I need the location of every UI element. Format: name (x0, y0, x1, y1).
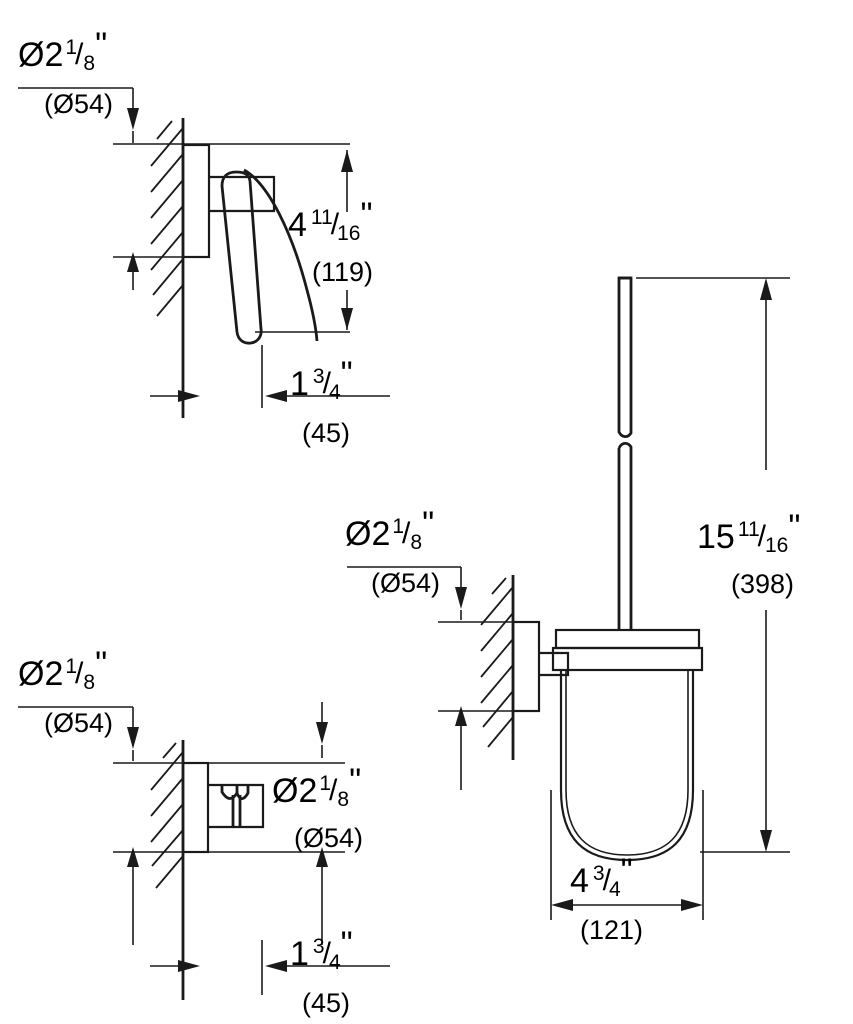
dim-inch-mark: " (360, 196, 373, 234)
dim-slash: / (602, 864, 611, 897)
dim-metric: (119) (312, 257, 374, 287)
dim-label-hook-rosette-diameter: Ø21/8" (Ø54) (18, 645, 114, 739)
dim-metric: (45) (302, 988, 351, 1018)
dim-inch-mark: " (340, 925, 353, 963)
dim-numerator: 3 (312, 935, 325, 958)
dim-metric: (398) (731, 569, 795, 599)
dim-inch-mark: " (349, 762, 362, 800)
toilet-brush-set-dimension-lines (347, 277, 790, 920)
toilet-brush-set-geometry (480, 276, 704, 862)
dim-label-tp-rosette-diameter: Ø21/8" (Ø54) (18, 26, 114, 120)
dim-metric: (Ø54) (371, 568, 441, 598)
dim-numerator: 1 (319, 772, 332, 795)
dim-metric: (Ø54) (44, 89, 114, 119)
dim-inch-mark: " (620, 852, 633, 890)
robe-hook-dimension-lines (18, 702, 390, 995)
robe-hook-geometry (150, 740, 265, 1000)
dim-inch-mark: " (95, 26, 108, 64)
dim-label-hook-rosette-diameter-2: Ø21/8" (Ø54) (272, 762, 364, 854)
dim-whole: 4 (570, 862, 589, 900)
dim-whole: 1 (290, 365, 309, 403)
dim-metric: (Ø54) (44, 708, 114, 738)
dim-slash: / (322, 367, 331, 400)
dim-denominator: 8 (83, 671, 96, 694)
dim-numerator: 1 (65, 655, 78, 678)
dim-metric: (Ø54) (294, 823, 364, 853)
dim-denominator: 16 (764, 534, 789, 557)
dim-denominator: 8 (337, 788, 350, 811)
dim-whole: 4 (288, 206, 307, 244)
dim-numerator: 3 (312, 365, 325, 388)
dim-whole: 15 (697, 518, 735, 556)
dim-label-brush-rosette-diameter: Ø21/8" (Ø54) (345, 505, 441, 599)
toilet-paper-holder-dimension-lines (18, 87, 390, 408)
dim-slash: / (322, 937, 331, 970)
dim-denominator: 4 (328, 381, 341, 404)
dim-numerator: 11 (310, 206, 333, 229)
dim-numerator: 1 (392, 515, 405, 538)
dim-denominator: 8 (410, 531, 423, 554)
dim-numerator: 11 (737, 518, 760, 541)
dim-slash: / (329, 774, 338, 807)
dim-numerator: 3 (592, 862, 605, 885)
dim-numerator: 1 (65, 36, 78, 59)
dim-denominator: 4 (328, 951, 341, 974)
dim-slash: / (75, 38, 84, 71)
dim-metric: (121) (580, 915, 644, 945)
dim-metric: (45) (302, 418, 351, 448)
dim-denominator: 16 (337, 222, 361, 245)
dim-inch-mark: " (95, 645, 108, 683)
dim-whole: 1 (290, 935, 309, 973)
dim-slash: / (330, 208, 340, 241)
dim-slash: / (757, 520, 766, 553)
dim-denominator: 8 (83, 52, 96, 75)
dim-slash: / (402, 517, 411, 550)
dim-inch-mark: " (788, 508, 801, 546)
dim-inch-mark: " (422, 505, 435, 543)
dim-whole: Ø2 (18, 36, 64, 74)
dim-whole: Ø2 (272, 772, 318, 810)
dim-denominator: 4 (608, 878, 621, 901)
dim-inch-mark: " (340, 355, 353, 393)
dim-whole: Ø2 (18, 655, 64, 693)
dim-whole: Ø2 (345, 515, 391, 553)
dim-slash: / (75, 657, 84, 690)
